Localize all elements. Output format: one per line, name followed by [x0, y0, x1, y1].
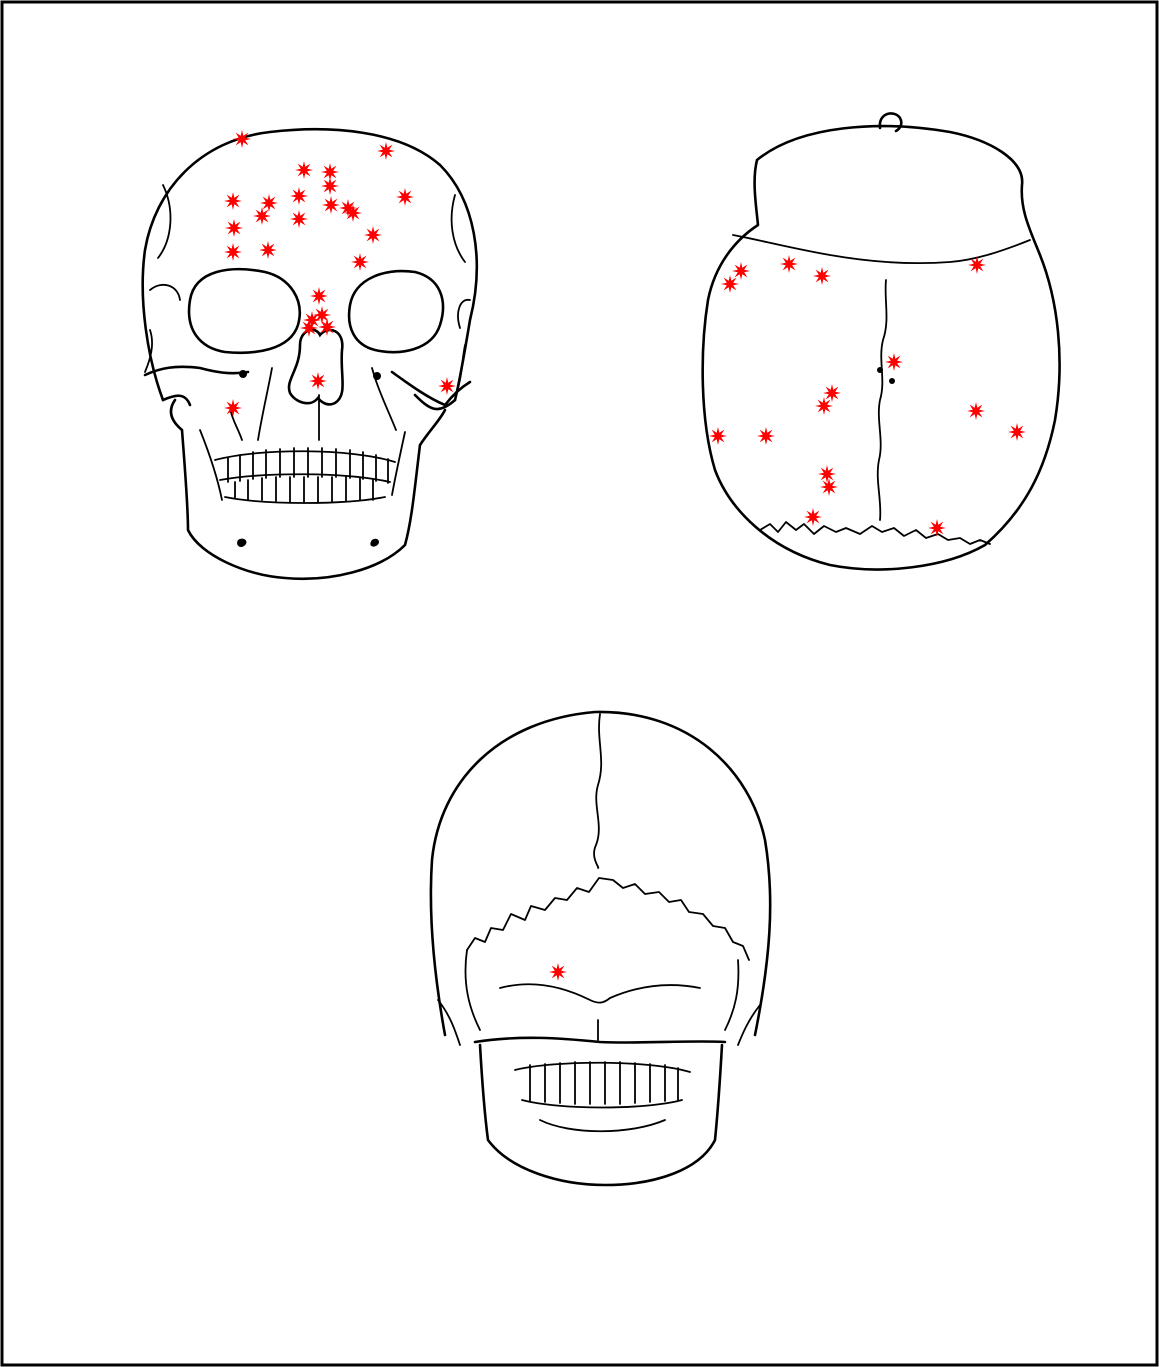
- superior-red-star-marker-icon: [732, 262, 750, 280]
- frontal-red-star-marker-icon: [322, 196, 340, 214]
- frontal-red-star-marker-icon: [259, 241, 277, 259]
- superior-red-star-marker-icon: [885, 353, 903, 371]
- frontal-red-star-marker-icon: [290, 210, 308, 228]
- superior-red-star-marker-icon: [1008, 423, 1026, 441]
- frontal-foramen-right: [373, 372, 381, 380]
- superior-red-star-marker-icon: [967, 402, 985, 420]
- frontal-red-star-marker-icon: [260, 194, 278, 212]
- superior-red-star-marker-icon: [780, 255, 798, 273]
- frontal-foramen-left: [239, 370, 247, 378]
- superior-red-star-marker-icon: [968, 256, 986, 274]
- frontal-red-star-marker-icon: [351, 253, 369, 271]
- superior-red-star-marker-icon: [928, 519, 946, 537]
- frontal-red-star-marker-icon: [233, 130, 251, 148]
- superior-red-star-marker-icon: [815, 397, 833, 415]
- frontal-red-star-marker-icon: [295, 161, 313, 179]
- frontal-red-star-marker-icon: [253, 207, 271, 225]
- frontal-red-star-marker-icon: [224, 192, 242, 210]
- frontal-red-star-marker-icon: [313, 306, 331, 324]
- frontal-red-star-marker-icon: [224, 243, 242, 261]
- superior-red-star-marker-icon: [820, 478, 838, 496]
- frontal-red-star-marker-icon: [438, 377, 456, 395]
- frontal-red-star-marker-icon: [300, 319, 318, 337]
- frontal-red-star-marker-icon: [377, 142, 395, 160]
- frontal-red-star-marker-icon: [310, 287, 328, 305]
- superior-red-star-marker-icon: [813, 267, 831, 285]
- superior-red-star-marker-icon: [709, 427, 727, 445]
- frontal-red-star-marker-icon: [364, 226, 382, 244]
- superior-red-star-marker-icon: [823, 384, 841, 402]
- frontal-orbit-left: [189, 269, 300, 353]
- frontal-red-star-marker-icon: [344, 204, 362, 222]
- frontal-red-star-marker-icon: [318, 318, 336, 336]
- frontal-red-star-marker-icon: [225, 219, 243, 237]
- superior-parietal-foramen-left: [877, 367, 883, 373]
- superior-red-star-marker-icon: [804, 508, 822, 526]
- posterior-red-star-marker-icon: [549, 963, 567, 981]
- superior-parietal-foramen-right: [889, 378, 895, 384]
- frontal-orbit-right: [349, 271, 443, 352]
- superior-red-star-marker-icon: [757, 427, 775, 445]
- superior-red-star-marker-icon: [721, 275, 739, 293]
- frontal-red-star-marker-icon: [290, 187, 308, 205]
- frontal-red-star-marker-icon: [224, 399, 242, 417]
- frontal-red-star-marker-icon: [321, 177, 339, 195]
- frontal-red-star-marker-icon: [309, 372, 327, 390]
- superior-red-star-marker-icon: [818, 465, 836, 483]
- frontal-red-star-marker-icon: [396, 188, 414, 206]
